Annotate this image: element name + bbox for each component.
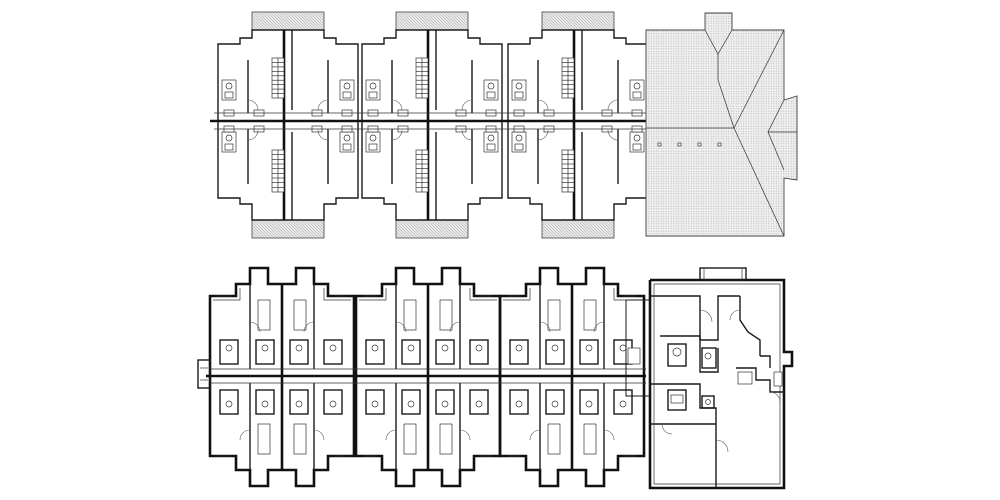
stair <box>561 57 575 99</box>
bath-core <box>469 389 489 415</box>
balcony <box>541 219 615 239</box>
closet <box>403 423 417 455</box>
upper-roof-wing <box>645 12 798 237</box>
roof-vents <box>657 142 722 147</box>
bath-core <box>323 389 343 415</box>
closet <box>439 423 453 455</box>
bath-core <box>435 339 455 365</box>
bath-core <box>579 339 599 365</box>
bath-core <box>401 389 421 415</box>
lower-common-wing <box>625 267 794 490</box>
bathroom-fixtures <box>629 79 645 101</box>
balcony <box>251 11 325 31</box>
closet <box>583 423 597 455</box>
bath-core <box>469 339 489 365</box>
module-outline <box>498 266 646 488</box>
bath-core <box>255 339 275 365</box>
closet <box>293 423 307 455</box>
lower-entry-vestibule <box>197 359 211 389</box>
bathroom-fixtures <box>483 79 499 101</box>
balcony <box>251 219 325 239</box>
bath-core <box>365 339 385 365</box>
bath-core <box>435 389 455 415</box>
bathroom-fixtures <box>221 79 237 101</box>
closet <box>583 299 597 331</box>
stair <box>271 149 285 193</box>
bath-core <box>579 389 599 415</box>
bath-core <box>219 339 239 365</box>
roof-vent <box>697 142 702 147</box>
closet <box>257 299 271 331</box>
lower-module <box>354 266 502 488</box>
bath-core <box>289 389 309 415</box>
closet <box>403 299 417 331</box>
balcony <box>395 11 469 31</box>
bathroom-fixtures <box>629 131 645 153</box>
bathroom-fixtures <box>339 79 355 101</box>
module-outline <box>361 29 503 221</box>
module-outline <box>507 29 649 221</box>
bathroom-fixtures <box>221 131 237 153</box>
module-outline <box>208 266 356 488</box>
lower-module <box>208 266 356 488</box>
roof-vent <box>717 142 722 147</box>
upper-floor-plan <box>210 11 798 239</box>
bathroom-fixtures <box>339 131 355 153</box>
closet <box>547 299 561 331</box>
bathroom-fixtures <box>483 131 499 153</box>
lower-corridor <box>206 368 646 384</box>
bathroom-fixtures <box>365 79 381 101</box>
bath-core <box>545 389 565 415</box>
bath-core <box>289 339 309 365</box>
bathroom-fixtures <box>511 131 527 153</box>
bath-core <box>613 389 633 415</box>
bathroom-fixtures <box>511 79 527 101</box>
lower-floor-plan <box>197 266 794 490</box>
bath-core <box>545 339 565 365</box>
upper-module <box>507 11 649 239</box>
lower-unit-modules <box>208 266 646 488</box>
module-outline <box>217 29 359 221</box>
bath-core <box>323 339 343 365</box>
bath-core <box>255 389 275 415</box>
closet <box>257 423 271 455</box>
bath-core <box>509 339 529 365</box>
closet <box>439 299 453 331</box>
lower-module <box>498 266 646 488</box>
bath-core <box>401 339 421 365</box>
closet <box>547 423 561 455</box>
bathroom-fixtures <box>365 131 381 153</box>
stair <box>415 149 429 193</box>
upper-module <box>217 11 359 239</box>
bath-core <box>509 389 529 415</box>
upper-corridor <box>210 112 648 130</box>
roof-vent <box>677 142 682 147</box>
stair <box>415 57 429 99</box>
roof-vent <box>657 142 662 147</box>
bath-core <box>365 389 385 415</box>
closet <box>293 299 307 331</box>
bath-core <box>219 389 239 415</box>
upper-unit-modules <box>217 11 649 239</box>
upper-module <box>361 11 503 239</box>
stair <box>271 57 285 99</box>
balcony <box>395 219 469 239</box>
balcony <box>541 11 615 31</box>
stair <box>561 149 575 193</box>
